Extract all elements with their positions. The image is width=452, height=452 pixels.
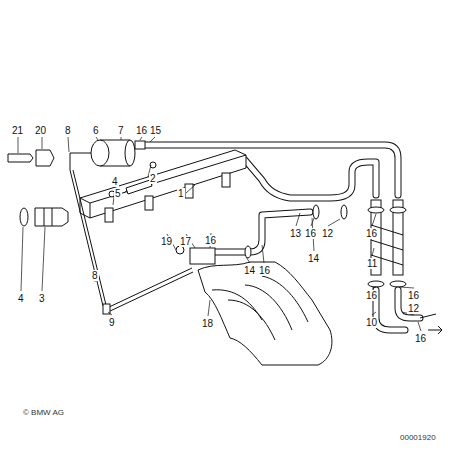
copyright-note: © BMW AG [22, 407, 65, 418]
manifold-contour [212, 276, 308, 340]
vacuum-line [70, 153, 106, 306]
injector-band [44, 208, 52, 226]
regulator-cap [91, 140, 109, 166]
screw [176, 246, 184, 254]
vacuum-line [107, 268, 193, 312]
callout-number: 19 [160, 236, 173, 247]
drawing-number: 00001920 [399, 432, 437, 443]
callout-number: 4 [17, 293, 25, 304]
callout-number: 3 [38, 293, 46, 304]
callout-number: 1 [177, 188, 185, 199]
fuel-pipe-inner [215, 212, 310, 252]
fuel-pipe [215, 212, 310, 252]
callout-number: 11 [366, 258, 378, 269]
callout-number: 14 [307, 253, 320, 264]
injector [35, 208, 68, 226]
callout-number: 8 [91, 270, 99, 281]
regulator-flange [125, 140, 135, 166]
callout-number: 9 [108, 317, 116, 328]
plug [8, 154, 33, 162]
callout-number: 16 [365, 228, 378, 239]
fuel-hose-inner [245, 160, 376, 198]
callout-number: 16 [414, 333, 427, 344]
callout-number: 20 [34, 125, 47, 136]
o-ring [20, 208, 28, 226]
callout-number: 14 [243, 265, 256, 276]
elbow-hose-inner [398, 290, 420, 318]
valve-housing [190, 248, 215, 264]
callout-number: 8 [64, 125, 72, 136]
callout-number: 5 [114, 188, 122, 199]
hose-clamp [135, 141, 145, 149]
callout-number: 6 [92, 125, 100, 136]
callout-number: 16 [407, 290, 420, 301]
callout-number: 15 [149, 125, 162, 136]
injectors [105, 173, 230, 222]
flow-arrow [420, 314, 442, 334]
elbow-hose [398, 290, 420, 318]
callout-number: 16 [304, 228, 317, 239]
callout-number: 16 [258, 265, 271, 276]
fuel-hose [245, 160, 376, 198]
callout-number: 16 [135, 125, 148, 136]
callout-number: 7 [117, 125, 125, 136]
callout-number: 4 [111, 176, 119, 187]
callout-number: 16 [365, 290, 378, 301]
intake-manifold [198, 262, 332, 365]
callout-number: 2 [149, 173, 157, 184]
callout-number: 21 [11, 125, 24, 136]
callout-number: 17 [179, 236, 192, 247]
callout-number: 12 [407, 303, 420, 314]
callout-number: 13 [289, 228, 302, 239]
callout-number: 16 [204, 235, 217, 246]
clamps [245, 205, 406, 287]
callout-number: 12 [321, 228, 334, 239]
leader-lines [18, 137, 421, 331]
grommet [36, 150, 54, 166]
callout-number: 18 [201, 318, 214, 329]
callout-number: 10 [365, 317, 378, 328]
